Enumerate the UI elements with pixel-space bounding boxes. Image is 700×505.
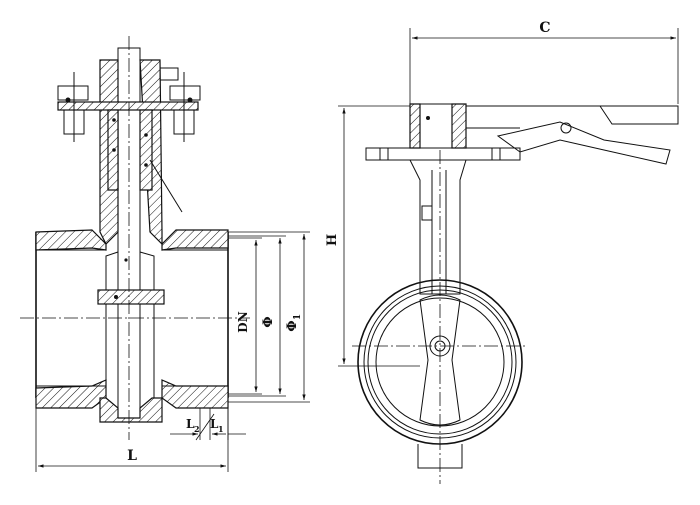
label-phi1-sub: 1 <box>293 314 303 320</box>
label-phi1: Φ <box>285 320 300 331</box>
side-stem-top <box>419 103 453 149</box>
handle-lever <box>496 121 671 165</box>
label-phi1-group: Φ 1 <box>285 314 303 332</box>
dim-c <box>409 28 679 104</box>
label-h: H <box>325 234 340 246</box>
dim-h <box>338 105 420 367</box>
handle-upper <box>466 105 679 125</box>
dim-dn <box>228 237 262 395</box>
hub-right <box>139 251 155 409</box>
top-cap <box>159 67 179 81</box>
label-l2-sub: 2 <box>194 424 200 434</box>
label-phi: Φ <box>261 316 276 327</box>
bottom-wall-right <box>161 379 229 409</box>
label-l1-sub: 1 <box>218 424 224 434</box>
stem-dot <box>124 258 128 262</box>
top-wall-left <box>35 229 107 251</box>
side-stem-dot <box>426 116 430 120</box>
label-l1: L <box>210 417 219 431</box>
leader-line <box>149 159 183 213</box>
handle-pivot <box>560 122 572 134</box>
bottom-wall-left <box>35 379 107 409</box>
bolt-left <box>57 72 89 142</box>
side-neck-left <box>409 103 421 149</box>
cross-pin <box>97 289 165 305</box>
hub-left <box>105 251 119 409</box>
side-rib <box>421 205 433 221</box>
side-neck-right <box>451 103 467 149</box>
section-view: DN Φ Φ 1 L L 2 L 1 <box>20 36 310 472</box>
dim-phi1 <box>228 231 310 403</box>
flange-nut-left <box>379 147 389 161</box>
pin-dot <box>114 295 118 299</box>
label-dn: DN <box>236 311 250 332</box>
label-l: L <box>127 448 137 464</box>
packing-right <box>139 109 153 191</box>
side-view: C H <box>325 20 679 484</box>
disc <box>419 294 461 426</box>
label-c: C <box>539 20 550 36</box>
label-l2: L <box>186 417 195 431</box>
seal-marks <box>112 118 148 167</box>
side-neck-body <box>409 159 467 295</box>
top-wall-right <box>161 229 229 251</box>
side-top-flange <box>365 147 521 161</box>
lower-boss <box>99 397 163 423</box>
dim-l1-l2 <box>170 408 246 441</box>
dim-phi <box>228 235 286 397</box>
flange-nut-right <box>491 147 501 161</box>
bolt-right <box>169 72 201 142</box>
top-plate <box>57 101 199 111</box>
